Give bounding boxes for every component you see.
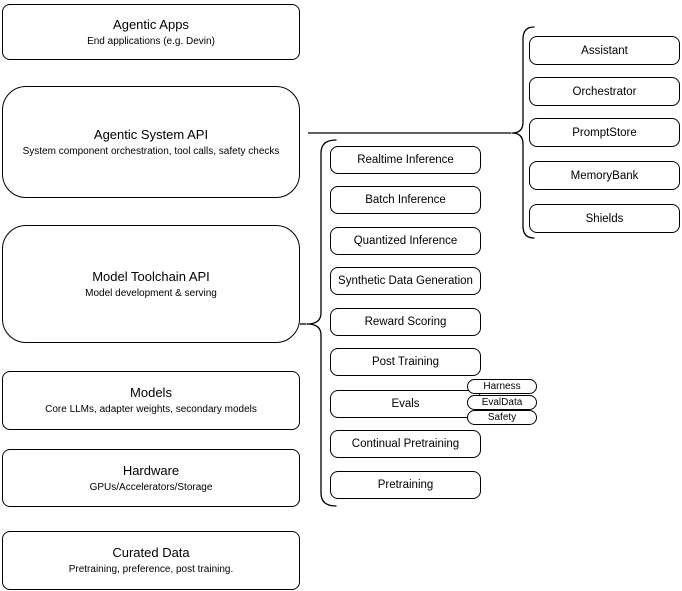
- tag-evaldata: EvalData: [467, 395, 537, 410]
- box-title: Curated Data: [112, 545, 190, 560]
- box-continual-pretraining: Continual Pretraining: [330, 430, 481, 458]
- box-title: Model Toolchain API: [92, 268, 210, 284]
- box-realtime-inference: Realtime Inference: [330, 146, 481, 174]
- box-subtitle: Core LLMs, adapter weights, secondary mo…: [45, 404, 257, 415]
- box-evals: Evals: [330, 390, 481, 418]
- box-subtitle: GPUs/Accelerators/Storage: [89, 481, 213, 493]
- box-subtitle: End applications (e.g. Devin): [87, 35, 215, 47]
- box-post-training: Post Training: [330, 348, 481, 376]
- box-agentic-system-api: Agentic System API System component orch…: [2, 86, 300, 198]
- box-reward-scoring: Reward Scoring: [330, 308, 481, 336]
- box-models: Models Core LLMs, adapter weights, secon…: [2, 371, 300, 430]
- box-subtitle: Model development & serving: [85, 287, 217, 299]
- box-title: Models: [130, 385, 172, 400]
- box-memorybank: MemoryBank: [529, 161, 680, 190]
- box-quantized-inference: Quantized Inference: [330, 227, 481, 255]
- box-pretraining: Pretraining: [330, 471, 481, 499]
- box-model-toolchain-api: Model Toolchain API Model development & …: [2, 225, 300, 343]
- box-shields: Shields: [529, 204, 680, 233]
- box-hardware: Hardware GPUs/Accelerators/Storage: [2, 449, 300, 507]
- box-subtitle: System component orchestration, tool cal…: [22, 145, 280, 157]
- box-synthetic-data-generation: Synthetic Data Generation: [330, 267, 481, 295]
- box-title: Agentic System API: [93, 126, 209, 142]
- box-agentic-apps: Agentic Apps End applications (e.g. Devi…: [2, 4, 300, 60]
- brace-toolchain-group: [306, 139, 337, 507]
- box-assistant: Assistant: [529, 36, 680, 65]
- box-batch-inference: Batch Inference: [330, 186, 481, 214]
- tag-harness: Harness: [467, 379, 537, 394]
- box-curated-data: Curated Data Pretraining, preference, po…: [2, 531, 300, 590]
- tag-safety: Safety: [467, 410, 537, 425]
- box-orchestrator: Orchestrator: [529, 77, 680, 106]
- brace-system-components-group: [511, 26, 535, 239]
- box-subtitle: Pretraining, preference, post training.: [68, 564, 234, 575]
- box-promptstore: PromptStore: [529, 118, 680, 147]
- box-title: Agentic Apps: [113, 16, 189, 32]
- box-title: Hardware: [122, 462, 180, 478]
